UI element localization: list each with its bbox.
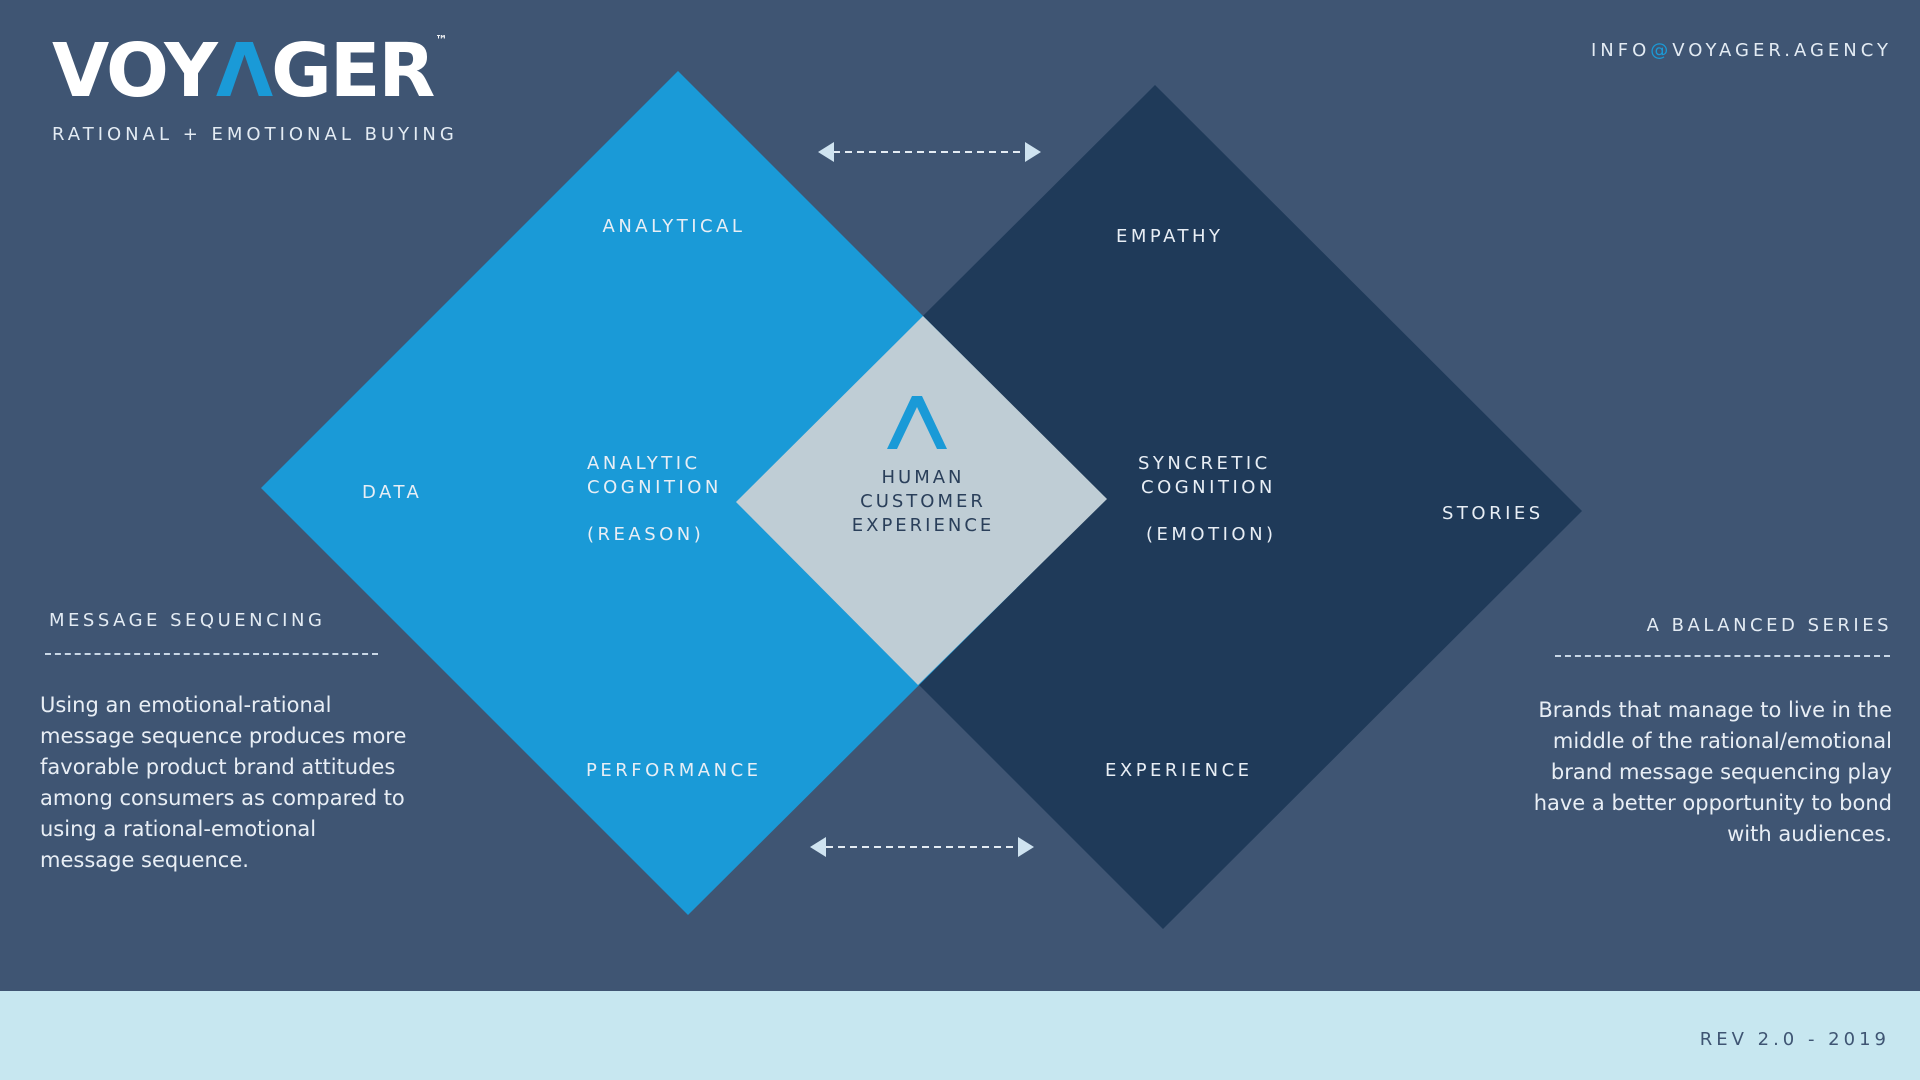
right-divider: [1555, 655, 1890, 657]
right-text-line: brand message sequencing play: [1550, 760, 1892, 784]
left-text-line: among consumers as compared to: [40, 786, 405, 810]
left-text-line: message sequence produces more: [40, 724, 407, 748]
label-analytical: ANALYTICAL: [602, 216, 746, 237]
syncretic-line-2: COGNITION: [1141, 477, 1276, 498]
contact-email[interactable]: INFO@VOYAGER.AGENCY: [1591, 40, 1892, 61]
center-logo-icon: [887, 396, 947, 449]
label-experience: EXPERIENCE: [1105, 760, 1253, 781]
right-text-line: have a better opportunity to bond: [1533, 791, 1892, 815]
balanced-series-heading: A BALANCED SERIES: [1646, 615, 1892, 636]
label-data: DATA: [362, 482, 423, 503]
email-domain: VOYAGER.AGENCY: [1672, 40, 1892, 61]
right-text-line: middle of the rational/emotional: [1552, 729, 1892, 753]
left-text-line: favorable product brand attitudes: [40, 755, 396, 779]
analytic-line-2: COGNITION: [587, 477, 722, 498]
logo-accent-a: Λ: [215, 28, 273, 114]
syncretic-emotion: (EMOTION): [1146, 524, 1277, 545]
center-line-2: CUSTOMER: [860, 491, 986, 512]
logo-text-start: VOY: [52, 28, 218, 114]
trademark-mark: ™: [435, 33, 448, 47]
logo-text-end: GER: [271, 28, 435, 114]
left-text-line: using a rational-emotional: [40, 817, 317, 841]
message-sequencing-heading: MESSAGE SEQUENCING: [49, 610, 326, 631]
label-performance: PERFORMANCE: [586, 760, 762, 781]
emotional-diamond: [736, 85, 1582, 929]
email-at-sign: @: [1650, 40, 1673, 61]
right-panel-text: Brands that manage to live in the middle…: [1472, 695, 1892, 850]
analytic-reason: (REASON): [587, 524, 705, 545]
label-human-customer-experience: HUMAN CUSTOMER EXPERIENCE: [843, 466, 1003, 538]
left-divider: [45, 653, 378, 655]
label-stories: STORIES: [1442, 503, 1544, 524]
bottom-double-arrow-icon: [810, 837, 1034, 857]
label-empathy: EMPATHY: [1116, 226, 1224, 247]
label-syncretic-cognition: SYNCRETIC COGNITION (EMOTION): [1138, 452, 1277, 547]
page-subtitle: RATIONAL + EMOTIONAL BUYING: [52, 124, 458, 145]
center-line-3: EXPERIENCE: [851, 515, 995, 536]
right-text-line: Brands that manage to live in the: [1538, 698, 1892, 722]
left-panel-text: Using an emotional-rational message sequ…: [40, 690, 420, 876]
left-text-line: Using an emotional-rational: [40, 693, 332, 717]
center-line-1: HUMAN: [881, 467, 965, 488]
top-double-arrow-icon: [818, 142, 1041, 162]
syncretic-line-1: SYNCRETIC: [1138, 453, 1271, 474]
email-user: INFO: [1590, 40, 1651, 61]
label-analytic-cognition: ANALYTIC COGNITION (REASON): [587, 452, 722, 547]
right-text-line: with audiences.: [1727, 822, 1892, 846]
left-text-line: message sequence.: [40, 848, 249, 872]
footer-band: [0, 991, 1920, 1080]
center-diamond: [736, 316, 1107, 685]
revision-label: REV 2.0 - 2019: [1699, 1029, 1890, 1050]
analytic-line-1: ANALYTIC: [587, 453, 701, 474]
rational-diamond: [261, 71, 1106, 915]
